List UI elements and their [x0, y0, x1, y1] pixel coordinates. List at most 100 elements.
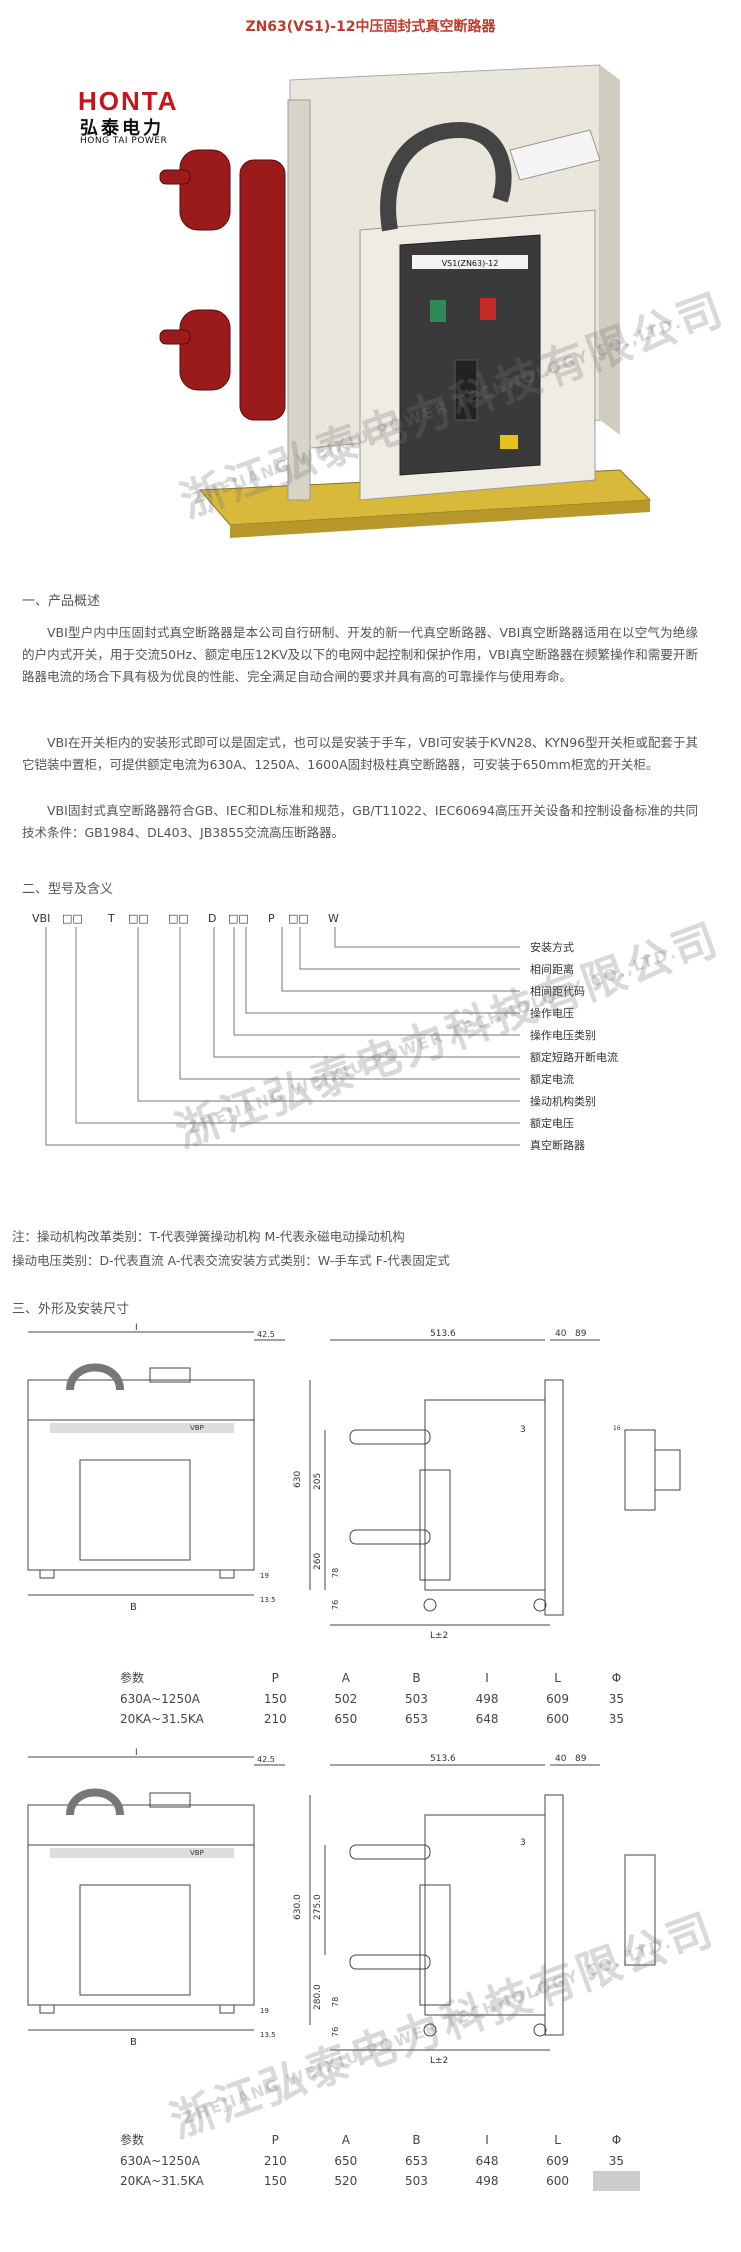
dimension-drawing-1: I 42.5 VBP B 13.5 19 513.6 40 89 630 205… — [10, 1320, 730, 1650]
table-header: P — [271, 2132, 279, 2147]
table-row: 630A~1250A 150 502 503 498 609 35 — [120, 1689, 640, 1709]
table-cell: 600 — [546, 1712, 570, 1726]
table-cell: 630A~1250A — [120, 2154, 200, 2168]
table-cell: 35 — [608, 1692, 625, 1706]
model-label: 额定电流 — [530, 1072, 574, 1086]
model-label: 相间距代码 — [530, 985, 585, 998]
code-part: P — [268, 912, 275, 925]
table-cell: 20KA~31.5KA — [120, 1712, 204, 1726]
dim-label: L±2 — [430, 2056, 448, 2066]
dim-label: 260 — [313, 1553, 323, 1570]
code-part: VBI — [32, 912, 50, 925]
spec-table-1: 参数 P A B I L Φ 630A~1250A 150 502 503 49… — [120, 1666, 640, 1729]
table-cell: 648 — [475, 2154, 499, 2168]
section-heading-dimensions: 三、外形及安装尺寸 — [12, 1302, 130, 1317]
product-photo: VS1(ZN63)-12 — [60, 60, 680, 560]
dim-label: I — [135, 1323, 138, 1333]
model-label: 安装方式 — [530, 940, 574, 954]
table-cell: 35 — [608, 1712, 625, 1726]
table-cell: 650 — [334, 2154, 358, 2168]
dim-label: 78 — [331, 1568, 340, 1578]
table-header: I — [485, 2132, 489, 2147]
dim-label: 42.5 — [257, 1330, 275, 1339]
dim-label: 13.5 — [260, 1596, 276, 1604]
dim-label: 89 — [575, 1754, 587, 1764]
table-cell: 650 — [334, 1712, 358, 1726]
dim-label: 513.6 — [430, 1329, 456, 1339]
table-cell: 609 — [546, 2154, 570, 2168]
table-header: A — [341, 2132, 350, 2147]
overview-paragraph-1: VBI型户内中压固封式真空断路器是本公司自行研制、开发的新一代真空断路器、VBI… — [22, 625, 698, 684]
dim-label: 19 — [260, 1572, 269, 1580]
model-code-diagram: VBI □□ T □□ □□ D □□ P □□ W 安装方式 相间距离 相间距… — [20, 905, 720, 1195]
model-label: 真空断路器 — [530, 1138, 585, 1152]
table-cell: 520 — [334, 2174, 358, 2188]
dim-label: 76 — [331, 1600, 340, 1610]
dim-label: 40 — [555, 1754, 567, 1764]
table-cell: 35 — [608, 2154, 625, 2168]
dim-label: 16 — [613, 1425, 621, 1432]
table-cell: 150 — [263, 2174, 287, 2188]
overview-paragraph-2: VBI在开关柜内的安装形式即可以是固定式，也可以是安装于手车，VBI可安装于KV… — [22, 735, 698, 772]
table-header: 参数 — [120, 1671, 145, 1685]
table-cell: 210 — [263, 2154, 287, 2168]
table-cell: 150 — [263, 1692, 287, 1706]
dim-label: 630.0 — [293, 1894, 303, 1920]
panel-label: VS1(ZN63)-12 — [442, 259, 499, 268]
table-cell: 503 — [404, 2174, 428, 2188]
table-cell: 502 — [334, 1692, 358, 1706]
dim-label: 13.5 — [260, 2031, 276, 2039]
dim-label: 630 — [293, 1471, 303, 1488]
table-cell: 600 — [546, 2174, 570, 2188]
dim-label: 513.6 — [430, 1754, 456, 1764]
table-cell: 609 — [546, 1692, 570, 1706]
model-label: 操作电压 — [530, 1006, 574, 1020]
model-label: 额定电压 — [530, 1116, 574, 1130]
dim-label: 275.0 — [313, 1894, 323, 1920]
code-part: □□ — [288, 912, 309, 925]
table-cell: 498 — [475, 2174, 499, 2188]
brand-logo-en: HONG TAI POWER — [80, 136, 168, 146]
panel-code: VBP — [190, 1849, 204, 1857]
code-part: T — [107, 912, 115, 925]
dim-label: 40 — [555, 1329, 567, 1339]
dim-label: 89 — [575, 1329, 587, 1339]
dim-label: 205 — [313, 1473, 323, 1490]
table-header: A — [341, 1670, 350, 1685]
model-note-1: 注：操动机构改革类别：T-代表弹簧操动机构 M-代表永磁电动操动机构 — [12, 1229, 405, 1244]
dim-label: L±2 — [430, 1631, 448, 1641]
table-row: 630A~1250A 210 650 653 648 609 35 — [120, 2151, 640, 2171]
dim-label: 78 — [331, 1997, 340, 2007]
model-label: 操动机构类别 — [530, 1094, 596, 1108]
table-cell — [592, 2171, 640, 2191]
model-note-2: 操动电压类别：D-代表直流 A-代表交流安装方式类别：W-手车式 F-代表固定式 — [12, 1253, 450, 1268]
code-part: □□ — [62, 912, 83, 925]
table-cell: 498 — [475, 1692, 499, 1706]
dim-label: B — [130, 1602, 137, 1613]
spec-table-2: 参数 P A B I L Φ 630A~1250A 210 650 653 64… — [120, 2128, 640, 2191]
dim-label: B — [130, 2037, 137, 2048]
table-header: L — [554, 2132, 561, 2147]
table-header: B — [412, 2132, 421, 2147]
dim-label: I — [135, 1748, 138, 1758]
table-cell: 653 — [404, 1712, 428, 1726]
table-cell: 648 — [475, 1712, 499, 1726]
section-heading-model: 二、型号及含义 — [22, 882, 114, 897]
dimension-drawing-2: I 42.5 VBP B 13.5 19 513.6 40 89 630.0 2… — [10, 1745, 730, 2075]
model-label: 操作电压类别 — [530, 1028, 596, 1042]
table-cell: 630A~1250A — [120, 1692, 200, 1706]
code-part: □□ — [168, 912, 189, 925]
table-header: B — [412, 1670, 421, 1685]
table-header: Φ — [611, 2132, 622, 2147]
overview-paragraph-3: VBI固封式真空断路器符合GB、IEC和DL标准和规范，GB/T11022、IE… — [22, 803, 698, 840]
dim-label: 280.0 — [313, 1984, 323, 2010]
table-header: P — [271, 1670, 279, 1685]
panel-code: VBP — [190, 1424, 204, 1432]
table-header: 参数 — [120, 2133, 145, 2147]
table-cell: 20KA~31.5KA — [120, 2174, 204, 2188]
dim-label: 76 — [331, 2027, 340, 2037]
table-cell: 210 — [263, 1712, 287, 1726]
dim-label: 3 — [520, 1425, 526, 1435]
model-label: 相间距离 — [530, 962, 574, 976]
breaker-illustration: VS1(ZN63)-12 — [159, 64, 652, 538]
